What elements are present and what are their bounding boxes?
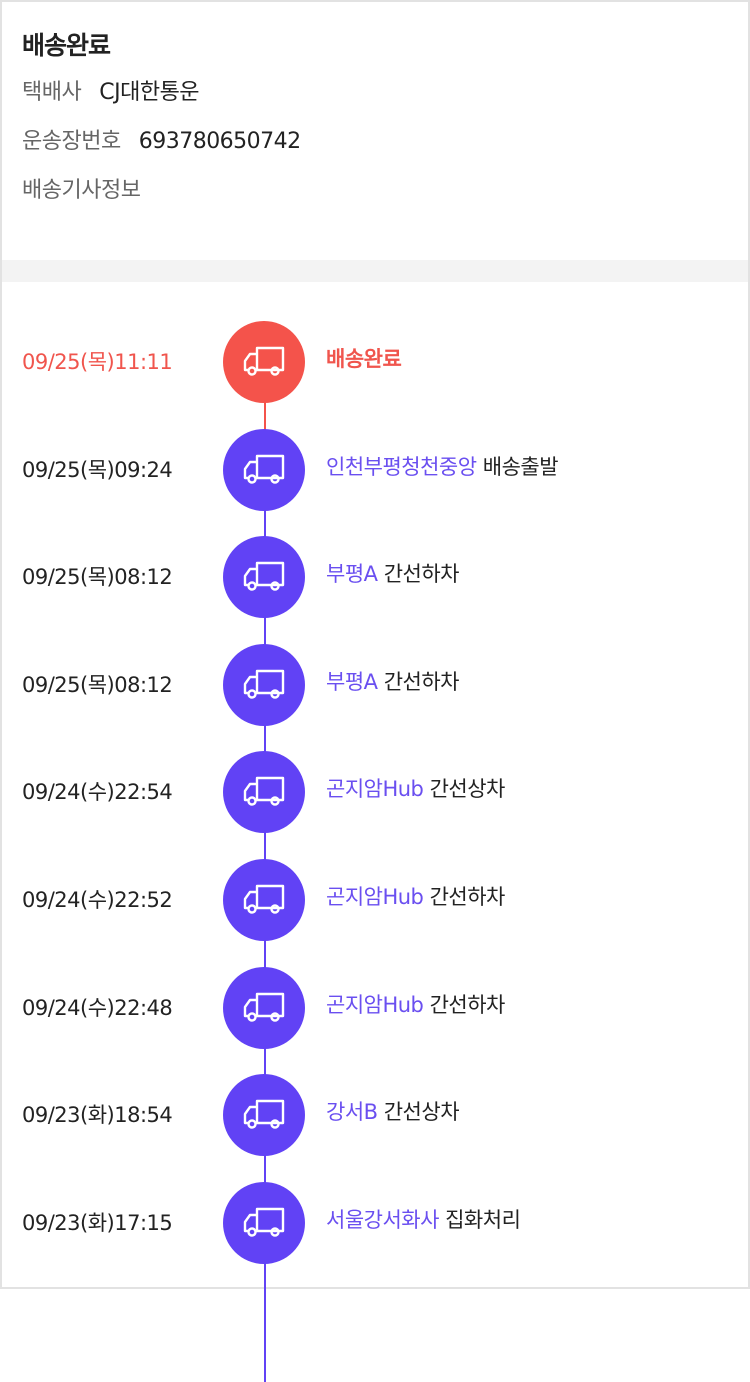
- tracking-timeline: 09/25(목)11:11 배송완료 09/25(목)09:24 인천부평청천중앙…: [2, 282, 748, 1382]
- timeline-connector: [264, 1007, 266, 1116]
- event-marker: [223, 859, 305, 941]
- event-status: 간선하차: [429, 885, 506, 909]
- timeline-item: 09/24(수)22:54 곤지암Hub 간선상차: [2, 751, 748, 834]
- carrier-row: 택배사 CJ대한통운: [22, 78, 728, 127]
- timeline-item: 09/25(목)09:24 인천부평청천중앙 배송출발: [2, 428, 748, 511]
- truck-icon: [241, 989, 287, 1027]
- event-location: 강서B: [326, 1100, 378, 1125]
- timeline-connector: [264, 900, 266, 1008]
- tracking-row: 운송장번호 693780650742: [22, 127, 728, 176]
- truck-icon: [241, 881, 287, 919]
- truck-icon: [241, 1204, 287, 1242]
- event-location: 부평A: [326, 669, 378, 694]
- event-time: 09/23(화)17:15: [22, 1210, 173, 1235]
- timeline-connector: [264, 1115, 266, 1223]
- event-time: 09/24(수)22:54: [22, 780, 173, 805]
- event-marker: [223, 751, 305, 834]
- event-description: 배송완료: [326, 343, 402, 373]
- delivery-status-title: 배송완료: [22, 31, 111, 60]
- event-description: 서울강서화사 집화처리: [326, 1204, 521, 1234]
- event-status: 배송출발: [482, 454, 559, 479]
- event-marker: [223, 1181, 305, 1264]
- event-time: 09/25(목)08:12: [22, 565, 173, 590]
- timeline-item: 09/25(목)11:11 배송완료: [2, 321, 748, 403]
- event-marker: [223, 536, 305, 619]
- event-description: 부평A 간선하차: [326, 666, 459, 696]
- event-location: 인천부평청천중앙: [326, 454, 477, 479]
- truck-icon: [241, 558, 287, 596]
- timeline-connector: [264, 469, 266, 578]
- truck-icon: [241, 773, 287, 811]
- timeline-item: 09/25(목)08:12 부평A 간선하차: [2, 643, 748, 726]
- event-status: 간선하차: [383, 669, 460, 694]
- event-description: 강서B 간선상차: [326, 1096, 460, 1126]
- delivery-info: 배송완료 택배사 CJ대한통운 운송장번호 693780650742 배송기사정보: [2, 2, 748, 234]
- timeline-item: 09/24(수)22:52 곤지암Hub 간선하차: [2, 859, 748, 941]
- driver-info-link[interactable]: 배송기사정보: [22, 178, 141, 203]
- event-status: 간선상차: [429, 777, 506, 802]
- tracking-label: 운송장번호: [22, 129, 121, 154]
- event-description: 곤지암Hub 간선하차: [326, 989, 505, 1019]
- event-marker: [223, 321, 305, 403]
- timeline-connector: [264, 362, 266, 470]
- timeline-item: 09/25(목)08:12 부평A 간선하차: [2, 536, 748, 619]
- event-description: 곤지암Hub 간선하차: [326, 881, 505, 911]
- timeline-item: 09/23(화)18:54 강서B 간선상차: [2, 1074, 748, 1157]
- truck-icon: [241, 343, 287, 381]
- carrier-value: CJ대한통운: [99, 80, 200, 105]
- event-status: 간선상차: [383, 1100, 460, 1125]
- event-time: 09/24(수)22:52: [22, 888, 173, 912]
- event-time: 09/25(목)11:11: [22, 350, 173, 374]
- timeline-item: 09/24(수)22:48 곤지암Hub 간선하차: [2, 966, 748, 1049]
- truck-icon: [241, 451, 287, 489]
- event-status: 간선하차: [383, 562, 460, 587]
- timeline-connector: [264, 684, 266, 793]
- event-time: 09/23(화)18:54: [22, 1103, 173, 1128]
- event-marker: [223, 643, 305, 726]
- event-description: 부평A 간선하차: [326, 558, 459, 588]
- event-time: 09/24(수)22:48: [22, 995, 173, 1020]
- timeline-connector: [264, 577, 266, 685]
- timeline-item: 09/23(화)17:15 서울강서화사 집화처리: [2, 1181, 748, 1264]
- event-time: 09/25(목)09:24: [22, 457, 173, 482]
- event-location: 곤지암Hub: [326, 885, 424, 909]
- timeline-connector: [264, 792, 266, 900]
- event-marker: [223, 428, 305, 511]
- event-marker: [223, 966, 305, 1049]
- event-location: 서울강서화사: [326, 1207, 439, 1232]
- event-status: 집화처리: [445, 1207, 521, 1232]
- truck-icon: [241, 666, 287, 704]
- event-description: 인천부평청천중앙 배송출발: [326, 451, 559, 481]
- event-status: 간선하차: [429, 992, 506, 1017]
- event-location: 부평A: [326, 562, 378, 587]
- truck-icon: [241, 1096, 287, 1134]
- tracking-number: 693780650742: [138, 129, 301, 154]
- event-status: 배송완료: [326, 347, 402, 371]
- section-divider: [2, 260, 748, 282]
- carrier-label: 택배사: [22, 80, 82, 105]
- event-description: 곤지암Hub 간선상차: [326, 773, 505, 803]
- event-location: 곤지암Hub: [326, 777, 424, 802]
- event-marker: [223, 1074, 305, 1157]
- event-location: 곤지암Hub: [326, 992, 424, 1017]
- event-time: 09/25(목)08:12: [22, 672, 173, 697]
